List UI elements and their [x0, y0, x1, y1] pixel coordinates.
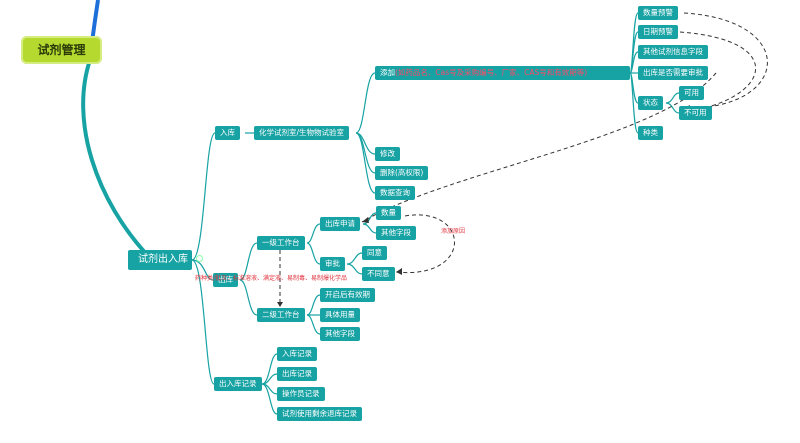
node-field-qty-alert[interactable]: 数量预警 — [638, 6, 678, 20]
node-record-operator[interactable]: 操作员记录 — [277, 387, 325, 401]
collapse-toggle-main[interactable] — [196, 255, 203, 262]
node-lab[interactable]: 化学试剂室/生物物试验室 — [254, 126, 350, 140]
label-category-note: 药种类/批次：标准溶液、满定液、易制毒、易制爆化学品 — [195, 275, 348, 282]
node-status-unavailable[interactable]: 不可用 — [679, 106, 712, 120]
node-approve[interactable]: 审批 — [320, 257, 345, 271]
node-add[interactable]: 添加(如药品名、Cas号及采购编号、厂家、CAS号和有效期等) — [375, 66, 630, 80]
node-field-date-alert[interactable]: 日期预警 — [638, 25, 678, 39]
node-field-type[interactable]: 种类 — [638, 126, 663, 140]
node-tier2-other[interactable]: 其他字段 — [320, 327, 360, 341]
node-field-other-info[interactable]: 其他试剂信息字段 — [638, 45, 708, 59]
node-apply-other[interactable]: 其他字段 — [376, 226, 416, 240]
node-apply-qty[interactable]: 数量 — [376, 206, 401, 220]
node-edit[interactable]: 修改 — [375, 147, 400, 161]
node-delete[interactable]: 删除(高权限) — [375, 166, 429, 180]
node-add-note: (如药品名、Cas号及采购编号、厂家、CAS号和有效期等) — [395, 68, 588, 77]
node-status-available[interactable]: 可用 — [679, 86, 704, 100]
node-tier2[interactable]: 二级工作台 — [257, 308, 305, 322]
node-tier2-usage[interactable]: 具体用量 — [320, 308, 360, 322]
node-approve-yes[interactable]: 同意 — [362, 246, 387, 260]
node-inbound[interactable]: 入库 — [215, 126, 240, 140]
node-field-status[interactable]: 状态 — [638, 96, 663, 110]
node-records[interactable]: 出入库记录 — [214, 377, 262, 391]
node-record-return[interactable]: 试剂使用剩余退库记录 — [277, 407, 362, 421]
node-tier2-validity[interactable]: 开启后有效期 — [320, 288, 375, 302]
node-approve-no[interactable]: 不同意 — [362, 267, 395, 281]
node-record-out[interactable]: 出库记录 — [277, 367, 317, 381]
node-record-in[interactable]: 入库记录 — [277, 347, 317, 361]
node-tier1[interactable]: 一级工作台 — [257, 236, 305, 250]
node-query[interactable]: 数据查询 — [375, 186, 415, 200]
node-outbound[interactable]: 出库 — [213, 273, 238, 287]
node-field-need-approval[interactable]: 出库是否需要审批 — [638, 66, 708, 80]
node-apply[interactable]: 出库申请 — [320, 217, 360, 231]
node-add-label: 添加 — [380, 68, 395, 77]
node-main[interactable]: 试剂出入库 — [128, 250, 192, 270]
root-node[interactable]: 试剂管理 — [21, 36, 102, 64]
label-add-reason: 添加原因 — [441, 228, 466, 235]
